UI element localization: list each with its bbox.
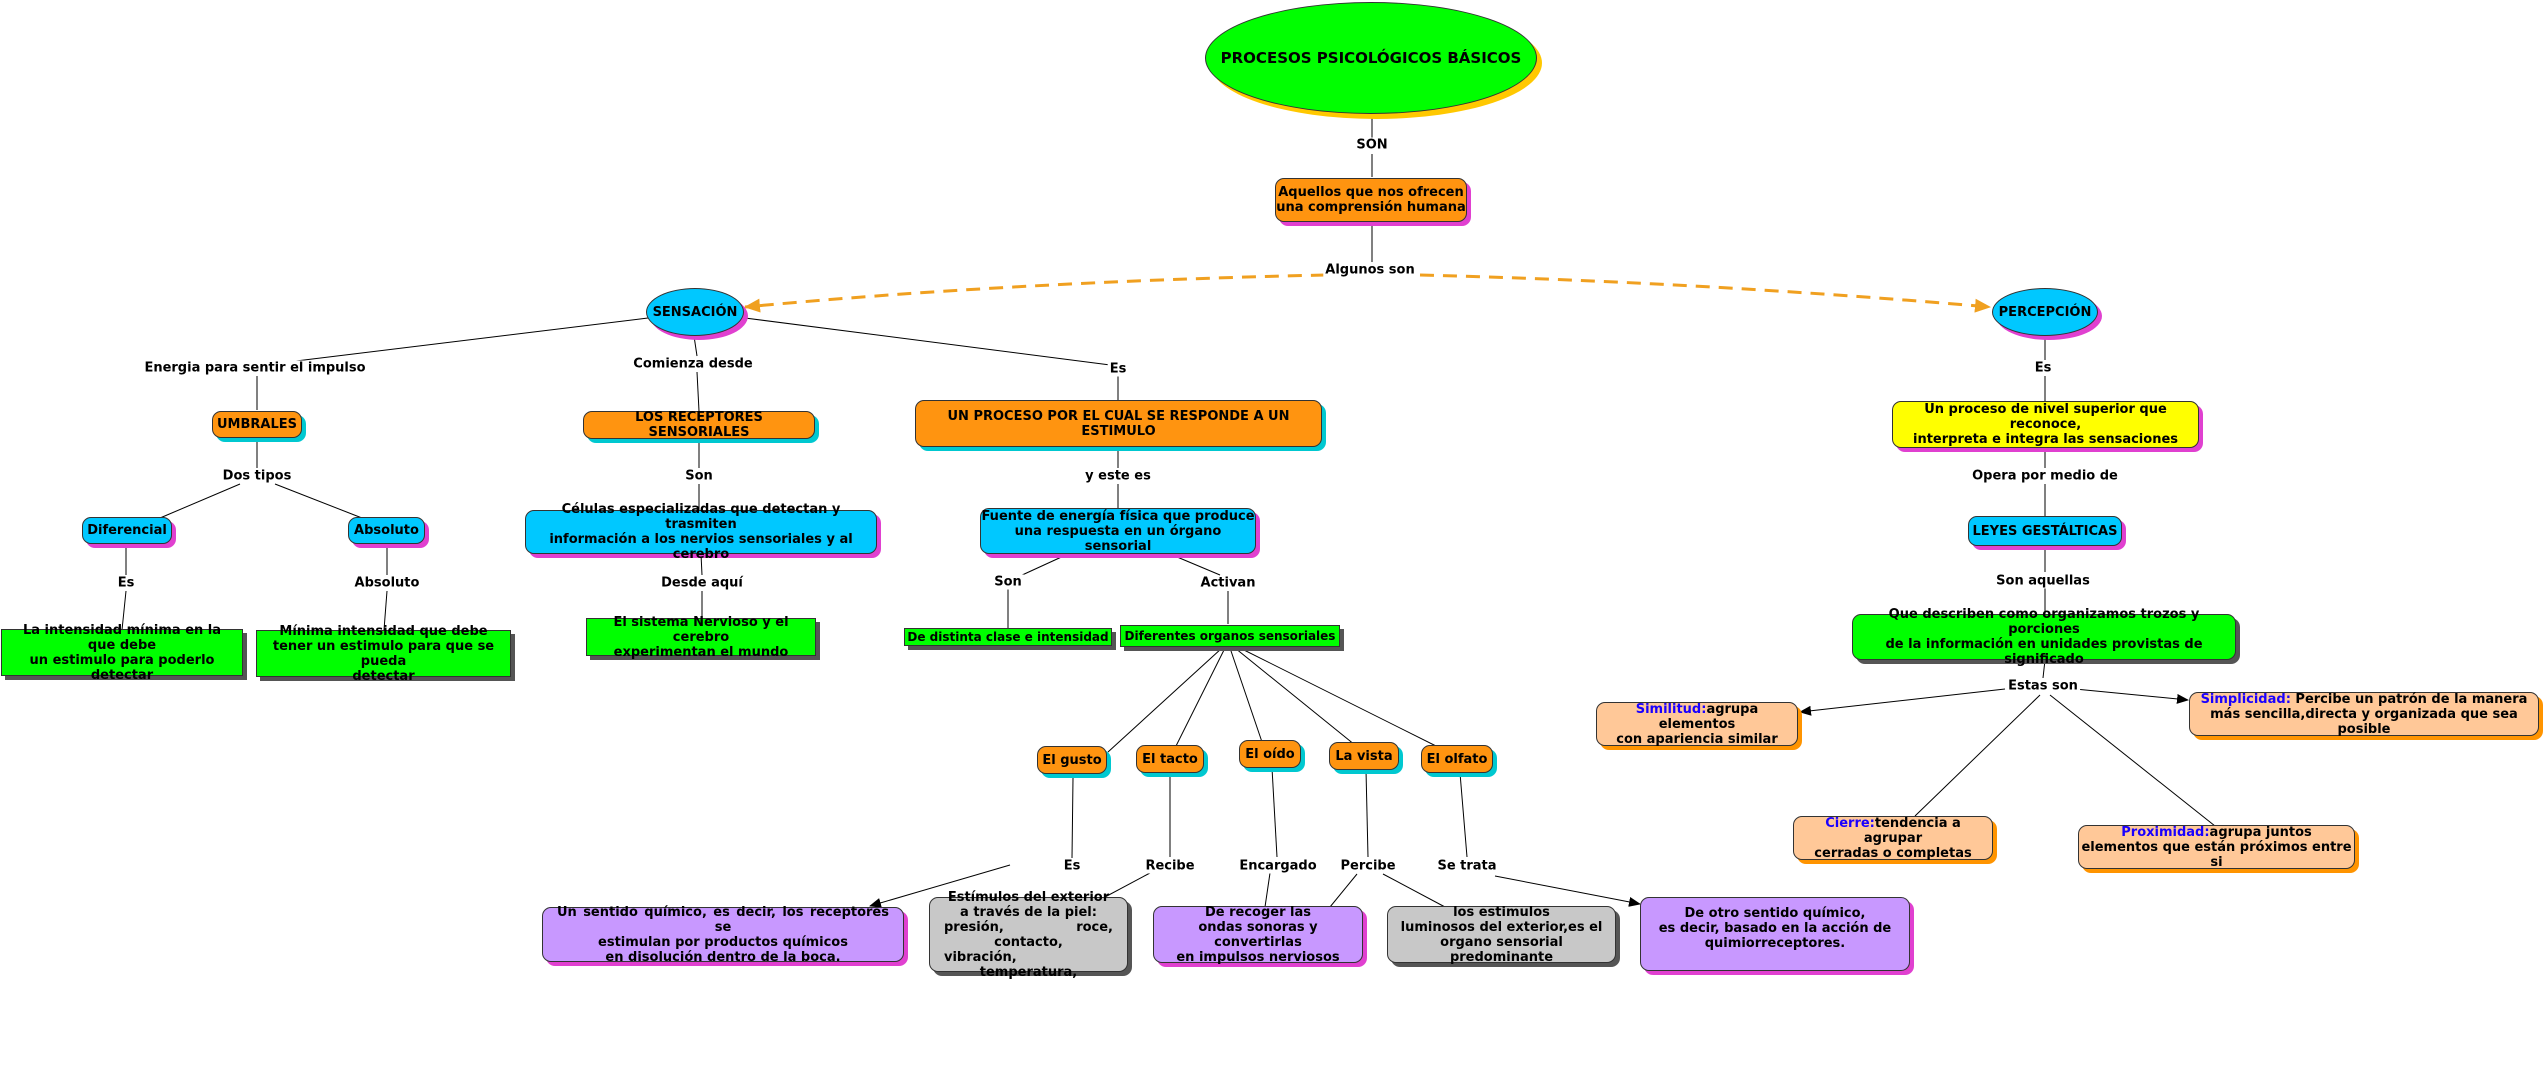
leyes-text: LEYES GESTÁLTICAS bbox=[1972, 523, 2118, 539]
link-desde-aqui: Desde aquí bbox=[659, 575, 745, 591]
receptores-text: LOS RECEPTORES SENSORIALES bbox=[635, 410, 763, 440]
percepcion-text: PERCEPCIÓN bbox=[1998, 304, 2092, 320]
umbrales-node[interactable]: UMBRALES bbox=[212, 411, 302, 438]
percepcion-node[interactable]: PERCEPCIÓN bbox=[1992, 288, 2098, 336]
otro-quimico-text: De otro sentido químico, es decir, basad… bbox=[1658, 906, 1892, 951]
proximidad-text: Proximidad:agrupa juntos elementos que e… bbox=[2079, 825, 2354, 870]
aquellos-node[interactable]: Aquellos que nos ofrecen una comprensión… bbox=[1275, 178, 1467, 222]
sensacion-text: SENSACIÓN bbox=[652, 304, 738, 320]
fuente-node[interactable]: Fuente de energía física que produce una… bbox=[980, 508, 1256, 554]
receptores-node[interactable]: LOS RECEPTORES SENSORIALES bbox=[583, 410, 815, 440]
sistema-text: El sistema Nervioso y el cerebro experim… bbox=[613, 614, 789, 660]
minima-intensidad-node[interactable]: Mínima intensidad que debe tener un esti… bbox=[256, 624, 511, 684]
aquellos-text: Aquellos que nos ofrecen una comprensión… bbox=[1276, 185, 1466, 215]
fuente-text: Fuente de energía física que produce una… bbox=[981, 508, 1255, 554]
tacto-text: El tacto bbox=[1142, 751, 1198, 767]
sensacion-node[interactable]: SENSACIÓN bbox=[646, 288, 744, 336]
leyes-node[interactable]: LEYES GESTÁLTICAS bbox=[1968, 516, 2122, 546]
similitud-node[interactable]: Similitud:agrupa elementos con aparienci… bbox=[1596, 702, 1798, 747]
link-dos-tipos: Dos tipos bbox=[220, 468, 294, 484]
quimico-boca-text: Un sentido químico, es decir, los recept… bbox=[557, 904, 889, 965]
link-es-diferencial: Es bbox=[115, 575, 137, 591]
organos-text: Diferentes organos sensoriales bbox=[1124, 628, 1336, 643]
tacto-node[interactable]: El tacto bbox=[1136, 745, 1204, 773]
diferencial-node[interactable]: Diferencial bbox=[82, 517, 172, 544]
link-activan: Activan bbox=[1198, 575, 1258, 591]
celulas-node[interactable]: Células especializadas que detectan y tr… bbox=[525, 502, 877, 562]
describen-node[interactable]: Que describen como organizamos trozos y … bbox=[1852, 607, 2236, 667]
link-absoluto: Absoluto bbox=[352, 575, 422, 591]
link-comienza: Comienza desde bbox=[631, 356, 755, 372]
similitud-description: agrupa elementos con apariencia similar bbox=[1616, 701, 1778, 747]
diferencial-text: Diferencial bbox=[87, 523, 167, 538]
proximidad-description: agrupa juntos elementos que están próxim… bbox=[2081, 824, 2352, 870]
gusto-text: El gusto bbox=[1042, 752, 1102, 768]
proximidad-node[interactable]: Proximidad:agrupa juntos elementos que e… bbox=[2078, 825, 2355, 870]
vista-node[interactable]: La vista bbox=[1329, 742, 1399, 770]
vista-text: La vista bbox=[1335, 748, 1393, 764]
link-es-gusto: Es bbox=[1061, 858, 1083, 874]
oido-text: El oído bbox=[1245, 746, 1295, 762]
estimulos-piel-text: Estímulos del exterior a través de la pi… bbox=[944, 889, 1113, 980]
celulas-text: Células especializadas que detectan y tr… bbox=[549, 502, 853, 562]
link-percibe: Percibe bbox=[1338, 858, 1398, 874]
estimulos-piel-node[interactable]: Estímulos del exterior a través de la pi… bbox=[929, 890, 1128, 980]
cierre-description: tendencia a agrupar cerradas o completas bbox=[1814, 815, 1972, 861]
describen-text: Que describen como organizamos trozos y … bbox=[1885, 607, 2203, 667]
link-son-fuente: Son bbox=[992, 574, 1024, 590]
proceso-superior-node[interactable]: Un proceso de nivel superior que reconoc… bbox=[1892, 401, 2199, 448]
simplicidad-description: Percibe un patrón de la manera más senci… bbox=[2210, 691, 2528, 737]
oido-node[interactable]: El oído bbox=[1239, 740, 1301, 768]
recoger-ondas-node[interactable]: De recoger las ondas sonoras y convertir… bbox=[1153, 904, 1363, 965]
similitud-keyword: Similitud: bbox=[1635, 701, 1707, 717]
link-es-sensacion: Es bbox=[1107, 361, 1129, 377]
link-opera: Opera por medio de bbox=[1970, 468, 2120, 484]
estimulos-luminosos-text: los estimulos luminosos del exterior,es … bbox=[1400, 904, 1603, 965]
estimulos-luminosos-node[interactable]: los estimulos luminosos del exterior,es … bbox=[1387, 904, 1616, 965]
proceso-superior-text: Un proceso de nivel superior que reconoc… bbox=[1912, 402, 2178, 447]
distinta-node[interactable]: De distinta clase e intensidad bbox=[904, 628, 1112, 646]
proceso-node[interactable]: UN PROCESO POR EL CUAL SE RESPONDE A UN … bbox=[915, 400, 1322, 447]
link-algunos-son: Algunos son bbox=[1323, 262, 1417, 278]
link-y-este-es: y este es bbox=[1083, 468, 1153, 484]
quimico-boca-node[interactable]: Un sentido químico, es decir, los recept… bbox=[542, 904, 904, 965]
sistema-node[interactable]: El sistema Nervioso y el cerebro experim… bbox=[586, 615, 816, 660]
gusto-node[interactable]: El gusto bbox=[1037, 746, 1107, 774]
olfato-text: El olfato bbox=[1426, 751, 1488, 767]
link-son: SON bbox=[1354, 137, 1390, 153]
proceso-text: UN PROCESO POR EL CUAL SE RESPONDE A UN … bbox=[947, 408, 1290, 439]
organos-node[interactable]: Diferentes organos sensoriales bbox=[1120, 625, 1340, 647]
link-se-trata: Se trata bbox=[1435, 858, 1499, 874]
absoluto-text: Absoluto bbox=[354, 523, 419, 538]
absoluto-node[interactable]: Absoluto bbox=[348, 517, 425, 544]
cierre-node[interactable]: Cierre:tendencia a agrupar cerradas o co… bbox=[1793, 816, 1993, 861]
link-encargado: Encargado bbox=[1237, 858, 1319, 874]
cierre-text: Cierre:tendencia a agrupar cerradas o co… bbox=[1794, 816, 1992, 861]
simplicidad-keyword: Simplicidad: bbox=[2200, 691, 2291, 707]
intensidad-minima-text: La intensidad mínima en la que debe un e… bbox=[22, 622, 222, 683]
link-recibe: Recibe bbox=[1143, 858, 1197, 874]
link-energia: Energia para sentir el impulso bbox=[142, 360, 368, 376]
cierre-keyword: Cierre: bbox=[1825, 815, 1875, 831]
intensidad-minima-node[interactable]: La intensidad mínima en la que debe un e… bbox=[1, 623, 243, 683]
root-node[interactable]: PROCESOS PSICOLÓGICOS BÁSICOS bbox=[1205, 2, 1537, 114]
recoger-ondas-text: De recoger las ondas sonoras y convertir… bbox=[1176, 904, 1340, 965]
root-text: PROCESOS PSICOLÓGICOS BÁSICOS bbox=[1220, 48, 1522, 67]
umbrales-text: UMBRALES bbox=[217, 417, 297, 432]
minima-intensidad-text: Mínima intensidad que debe tener un esti… bbox=[272, 623, 495, 684]
otro-quimico-node[interactable]: De otro sentido químico, es decir, basad… bbox=[1640, 897, 1910, 971]
similitud-text: Similitud:agrupa elementos con aparienci… bbox=[1597, 702, 1797, 747]
link-es-percepcion: Es bbox=[2032, 360, 2054, 376]
olfato-node[interactable]: El olfato bbox=[1421, 745, 1493, 773]
link-son-receptores: Son bbox=[683, 468, 715, 484]
proximidad-keyword: Proximidad: bbox=[2121, 824, 2210, 840]
simplicidad-text: Simplicidad: Percibe un patrón de la man… bbox=[2190, 692, 2538, 737]
simplicidad-node[interactable]: Simplicidad: Percibe un patrón de la man… bbox=[2189, 692, 2539, 737]
link-estas-son: Estas son bbox=[2006, 678, 2080, 694]
link-son-aquellas: Son aquellas bbox=[1994, 573, 2092, 589]
distinta-text: De distinta clase e intensidad bbox=[907, 629, 1109, 644]
